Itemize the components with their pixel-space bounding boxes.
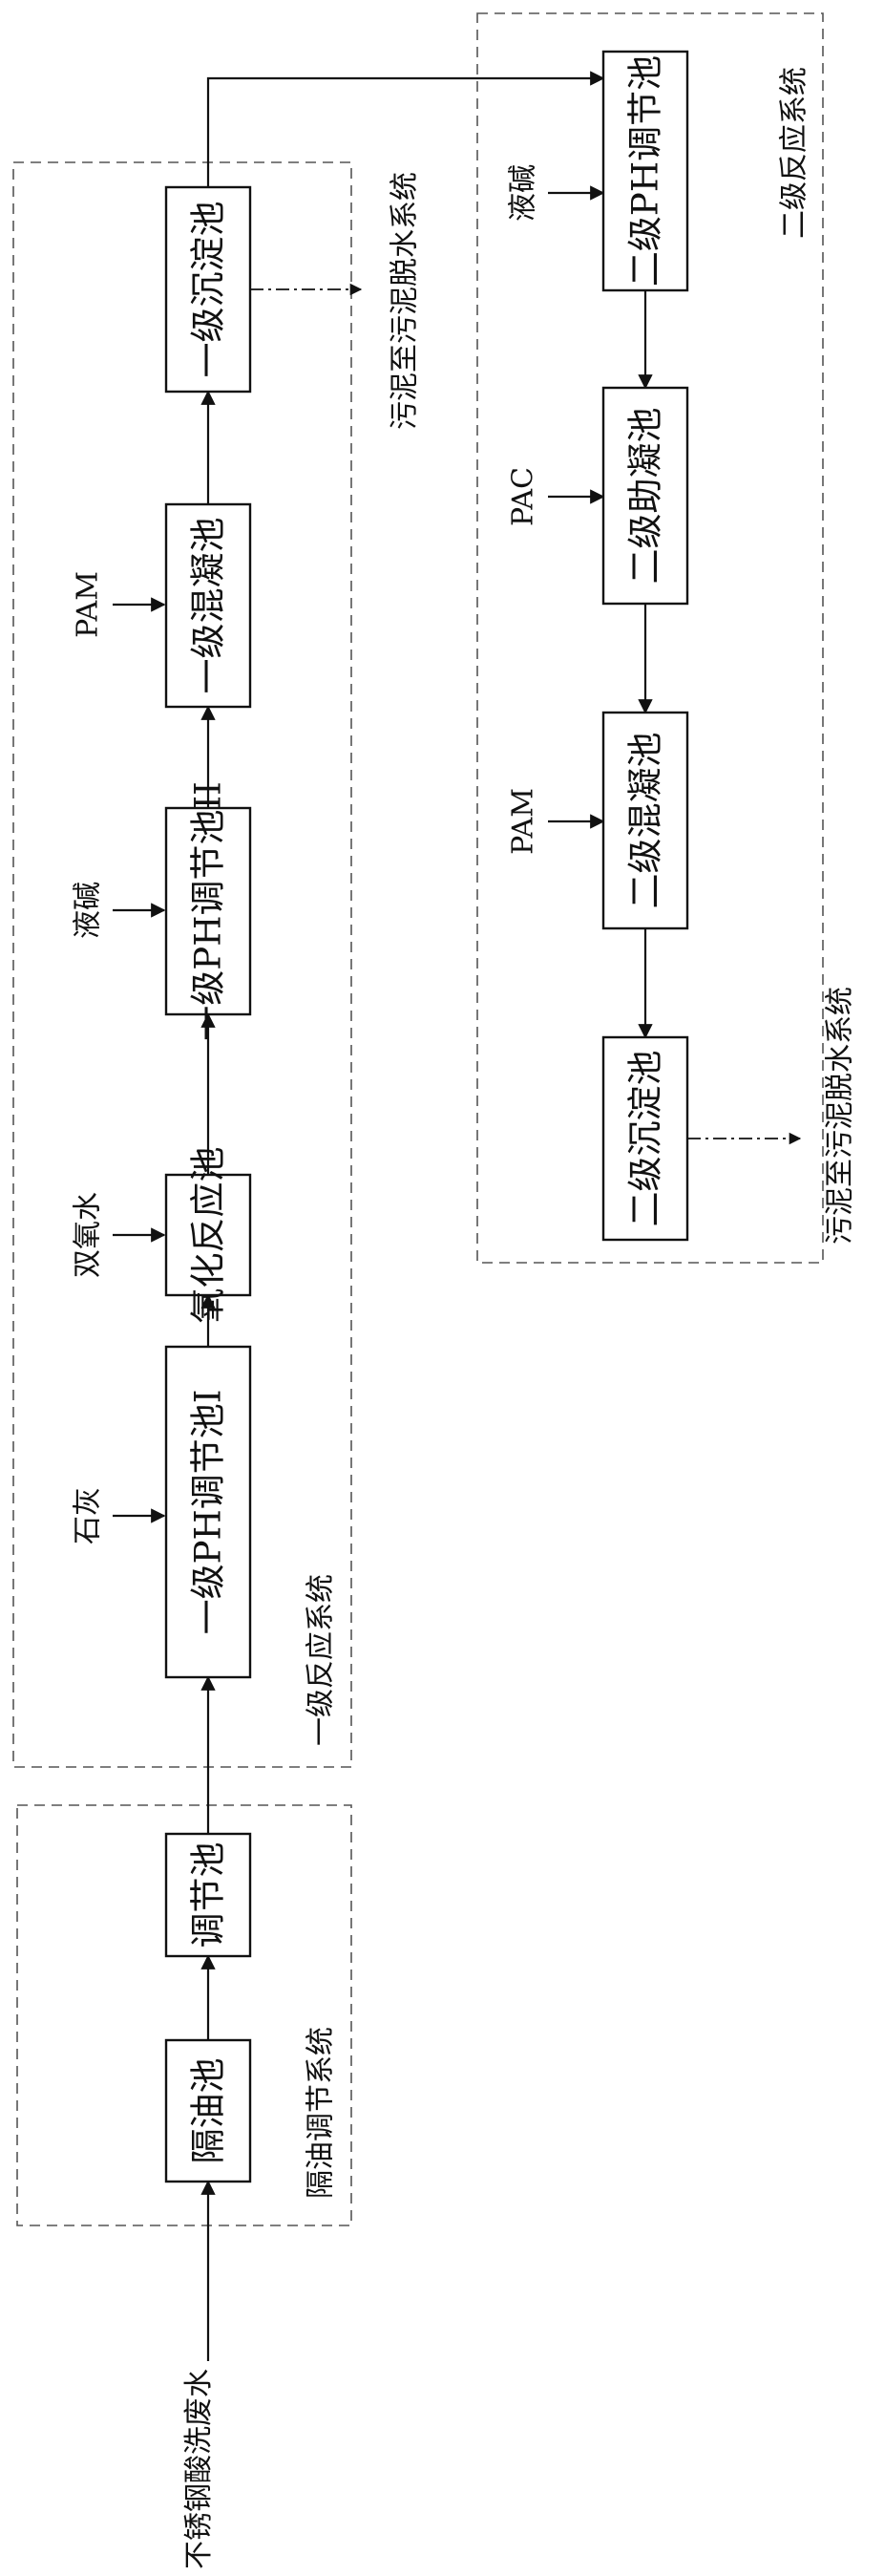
flow-sed1-to-ph-secondary bbox=[206, 71, 605, 187]
oil-separator-tank: 隔油池 bbox=[164, 2038, 252, 2183]
primary-sedimentation-tank-label: 一级沉淀池 bbox=[188, 202, 229, 378]
oil-adjust-system-boundary bbox=[16, 1804, 352, 2226]
primary-reaction-system-boundary bbox=[12, 161, 352, 1768]
oxidation-tank-label: 氧化反应池 bbox=[188, 1147, 229, 1324]
secondary-coagulation-tank: 二级混凝池 bbox=[601, 711, 689, 930]
input-label: 不锈钢酸洗废水 bbox=[182, 2369, 216, 2569]
ph-adjust-tank-1-label: 一级PH调节池I bbox=[188, 1390, 229, 1635]
secondary-sedimentation-tank-label: 二级沉淀池 bbox=[625, 1051, 666, 1227]
oxidation-tank: 氧化反应池 bbox=[164, 1147, 252, 1324]
chem-caustic-secondary-label: 液碱 bbox=[507, 164, 540, 222]
chem-pac-label: PAC bbox=[507, 467, 540, 526]
ph-adjust-tank-2-label: 一级PH调节池II bbox=[188, 781, 229, 1040]
chem-pam-primary-label: PAM bbox=[72, 571, 105, 638]
primary-sedimentation-tank: 一级沉淀池 bbox=[164, 185, 252, 394]
sludge-output-secondary-label: 污泥至污泥脱水系统 bbox=[824, 987, 857, 1245]
secondary-aid-coagulation-tank-label: 二级助凝池 bbox=[625, 408, 666, 585]
secondary-aid-coagulation-tank: 二级助凝池 bbox=[601, 386, 689, 606]
secondary-sedimentation-tank: 二级沉淀池 bbox=[601, 1035, 689, 1242]
oil-adjust-system-label: 隔油调节系统 bbox=[305, 2027, 338, 2199]
secondary-ph-adjust-tank-label: 二级PH调节池 bbox=[625, 55, 666, 287]
chem-pam-secondary-label: PAM bbox=[507, 788, 540, 855]
primary-coagulation-tank: 一级混凝池 bbox=[164, 502, 252, 709]
primary-reaction-system-label: 一级反应系统 bbox=[305, 1574, 338, 1746]
secondary-coagulation-tank-label: 二级混凝池 bbox=[625, 733, 666, 909]
adjust-tank: 调节池 bbox=[164, 1832, 252, 1958]
secondary-ph-adjust-tank: 二级PH调节池 bbox=[601, 50, 689, 292]
ph-adjust-tank-1: 一级PH调节池I bbox=[164, 1345, 252, 1679]
chem-caustic-primary-label: 液碱 bbox=[72, 882, 105, 939]
sludge-output-primary-label: 污泥至污泥脱水系统 bbox=[389, 172, 422, 430]
chem-lime-label: 石灰 bbox=[72, 1487, 105, 1544]
ph-adjust-tank-2: 一级PH调节池II bbox=[164, 781, 252, 1041]
secondary-reaction-system-label: 二级反应系统 bbox=[778, 67, 811, 239]
secondary-reaction-system-boundary bbox=[476, 12, 824, 1264]
primary-coagulation-tank-label: 一级混凝池 bbox=[188, 518, 229, 694]
adjust-tank-label: 调节池 bbox=[188, 1842, 229, 1948]
oil-separator-label: 隔油池 bbox=[188, 2058, 229, 2164]
chem-h2o2-label: 双氧水 bbox=[72, 1192, 105, 1278]
